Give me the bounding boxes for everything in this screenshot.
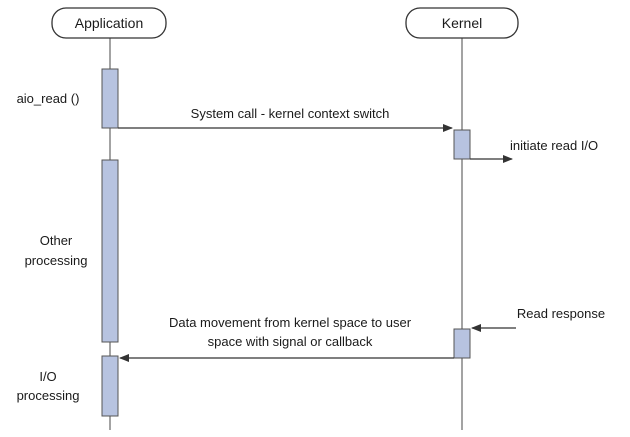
kernel-participant: Kernel: [405, 7, 519, 39]
data-movement-label-line1: Data movement from kernel space to user: [169, 315, 412, 330]
data-movement-label-line2: space with signal or callback: [208, 334, 373, 349]
kernel-activation-read-response: [453, 328, 471, 359]
read-response-label: Read response: [517, 306, 605, 321]
app-activation-io-processing: [101, 355, 119, 417]
app-activation-other-processing: [101, 159, 119, 343]
kernel-participant-label: Kernel: [442, 15, 482, 31]
other-processing-label-line2: processing: [25, 253, 88, 268]
other-processing-label-line1: Other: [40, 233, 73, 248]
app-activation-aio-read: [101, 68, 119, 129]
io-processing-label-line1: I/O: [39, 369, 56, 384]
application-participant: Application: [51, 7, 167, 39]
io-processing-label-line2: processing: [17, 388, 80, 403]
syscall-label: System call - kernel context switch: [191, 106, 390, 121]
aio-read-label: aio_read (): [17, 91, 80, 106]
initiate-read-label: initiate read I/O: [510, 138, 598, 153]
application-participant-label: Application: [75, 15, 144, 31]
kernel-activation-initiate: [453, 129, 471, 160]
